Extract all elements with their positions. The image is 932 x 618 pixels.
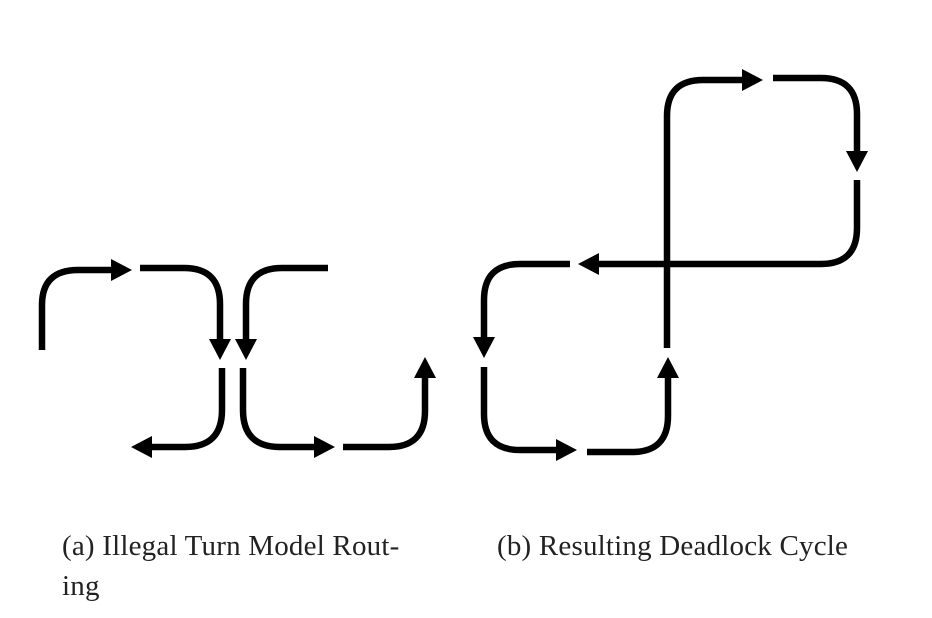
cycle-arrow-right-up xyxy=(587,357,679,456)
cycle-arrow-up-right xyxy=(663,69,763,348)
cycle-arrow-down-right xyxy=(480,367,577,461)
cycle-arrow-down-left xyxy=(578,180,861,275)
caption-panel-a-line2: ing xyxy=(62,570,100,602)
caption-panel-b-text: (b) Resulting Deadlock Cycle xyxy=(497,530,849,562)
turn-arrow-up-right xyxy=(38,259,132,350)
panel-a-illegal-turns xyxy=(38,259,436,458)
caption-panel-a: (a) Illegal Turn Model Rout-ing xyxy=(62,526,442,606)
panel-b-deadlock-cycle xyxy=(473,69,868,461)
turn-arrow-right-up xyxy=(343,357,436,451)
caption-panel-b: (b) Resulting Deadlock Cycle xyxy=(497,526,917,566)
cycle-arrow-left-down xyxy=(473,260,570,358)
turn-arrow-left-down xyxy=(235,264,328,360)
turn-arrow-down-left xyxy=(131,368,226,458)
caption-panel-a-line1: (a) Illegal Turn Model Rout- xyxy=(62,530,400,562)
turn-arrow-right-down xyxy=(140,264,231,360)
cycle-arrow-right-down xyxy=(773,74,868,172)
turn-arrow-down-right xyxy=(239,368,335,458)
